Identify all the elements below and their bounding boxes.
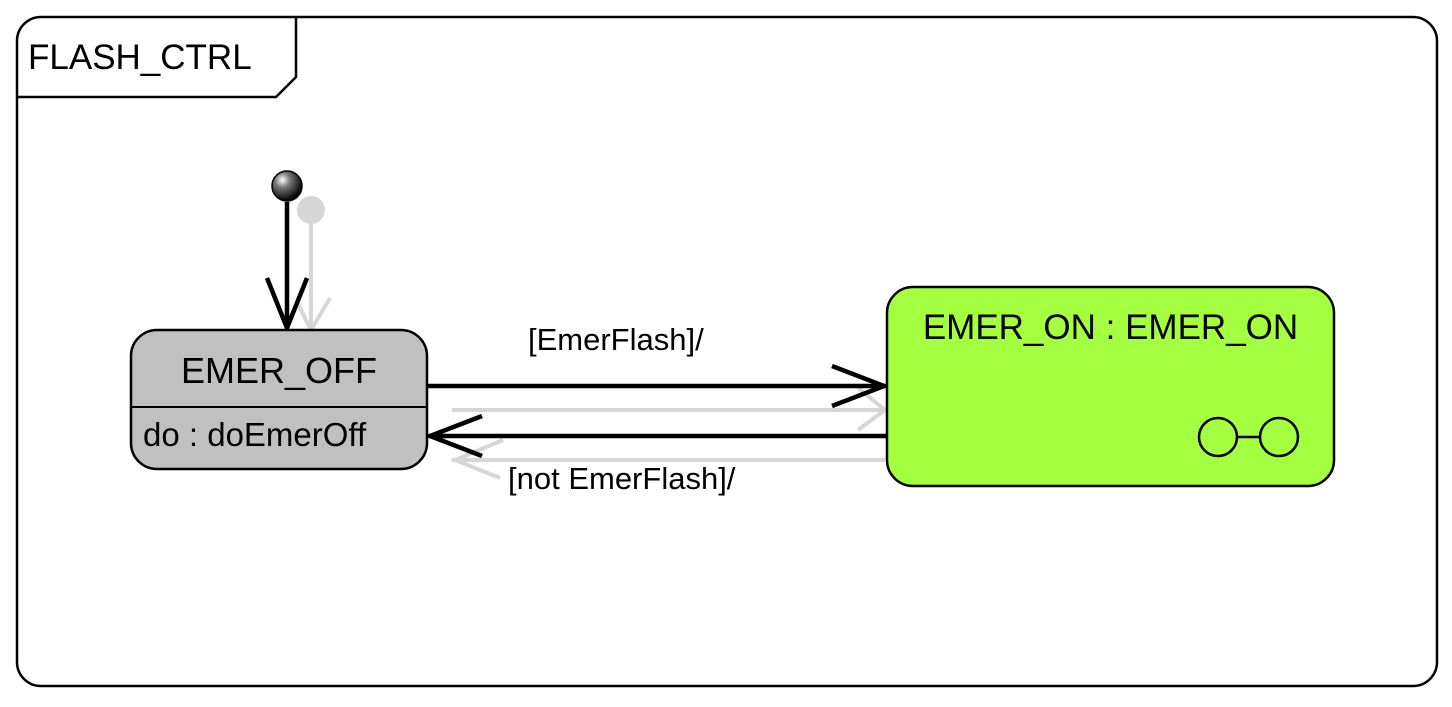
state-emer-off-activity: do : doEmerOff [143, 416, 367, 453]
transition-to-emer-off-arrowhead [423, 413, 483, 459]
initial-state-icon[interactable] [271, 170, 303, 202]
frame-border [15, 15, 1439, 688]
transition-to-emer-on-arrowhead [831, 363, 891, 409]
transition-to-emer-off-label: [not EmerFlash]/ [508, 461, 736, 496]
state-emer-off-name: EMER_OFF [180, 350, 377, 391]
initial-transition-arrowhead [264, 277, 310, 335]
state-emer-on[interactable] [885, 285, 1336, 488]
state-emer-off[interactable] [129, 328, 429, 471]
frame-title-tab [17, 17, 298, 99]
composite-state-icon [1197, 416, 1300, 458]
shadow-lines [294, 196, 889, 480]
transition-to-emer-on-label: [EmerFlash]/ [528, 322, 704, 357]
frame-title: FLASH_CTRL [28, 38, 252, 77]
state-emer-on-name: EMER_ON : EMER_ON [922, 308, 1299, 347]
